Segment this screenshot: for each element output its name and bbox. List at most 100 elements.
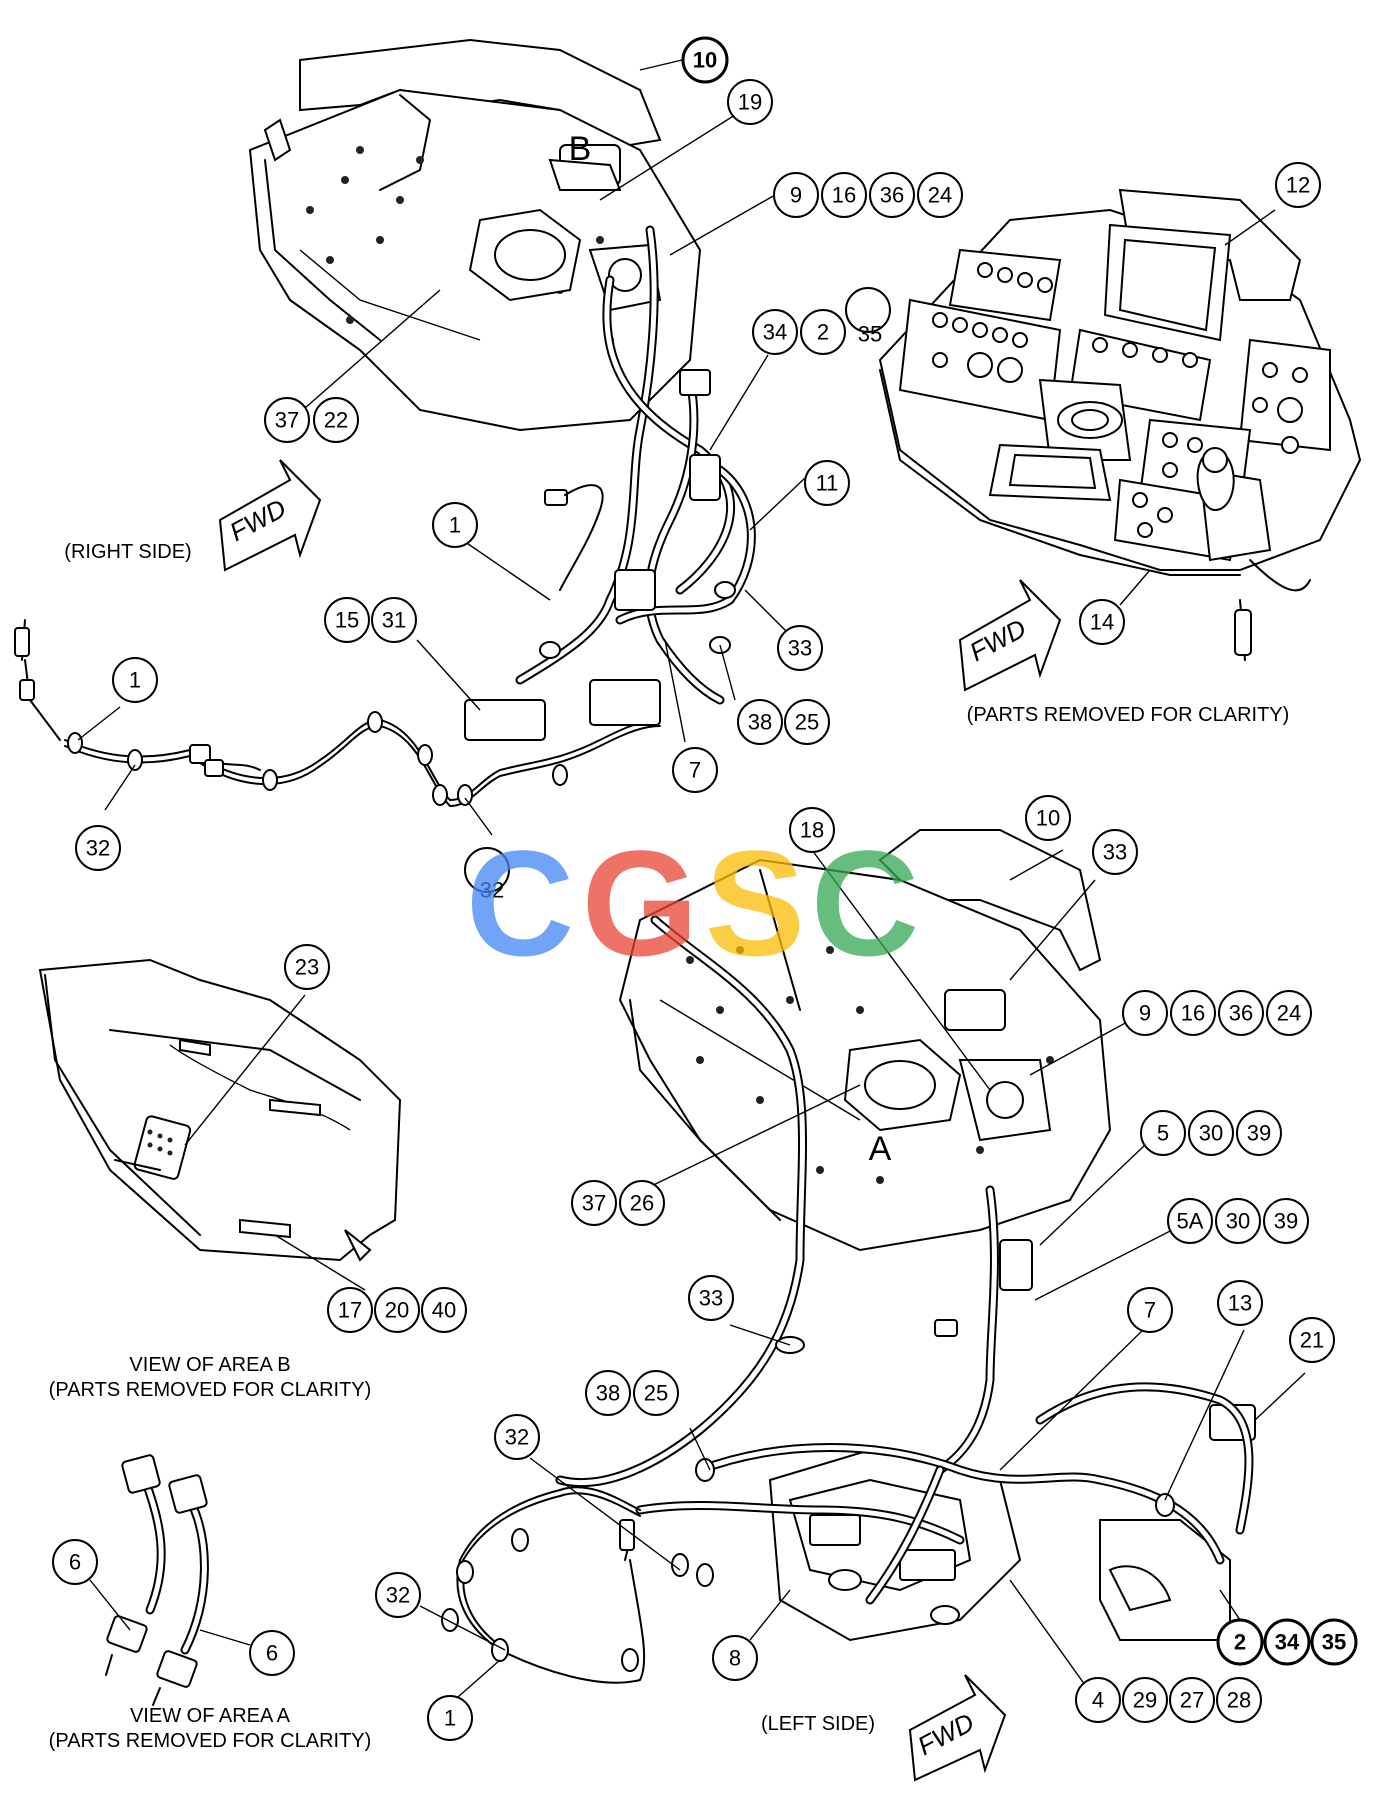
callout-16: 16 xyxy=(821,172,867,218)
callouts-area-a: 6 6 xyxy=(52,1539,295,1676)
svg-text:37: 37 xyxy=(275,408,299,433)
operator-console xyxy=(878,188,1362,661)
callout-28: 28 xyxy=(1216,1677,1262,1723)
watermark-letter: C xyxy=(466,819,574,987)
svg-text:6: 6 xyxy=(266,1641,278,1666)
callout-15: 15 xyxy=(324,597,370,643)
callouts-right-side: 10 19 9 16 36 24 34 2 35 37 22 11 1 15 3… xyxy=(75,36,963,903)
svg-text:38: 38 xyxy=(596,1381,620,1406)
svg-text:35: 35 xyxy=(1322,1630,1346,1655)
callouts-left-side: 18 10 33 9 16 36 24 37 26 5 30 39 5A 30 … xyxy=(375,795,1358,1741)
svg-text:7: 7 xyxy=(1144,1298,1156,1323)
svg-text:21: 21 xyxy=(1300,1328,1324,1353)
svg-text:6: 6 xyxy=(69,1550,81,1575)
svg-text:13: 13 xyxy=(1228,1291,1252,1316)
right-side-assembly: B xyxy=(248,38,702,432)
fwd-arrow-right-side: FWD xyxy=(218,459,322,572)
callout-8: 8 xyxy=(712,1635,758,1681)
callout-24: 24 xyxy=(917,172,963,218)
callout-5: 5 xyxy=(1140,1110,1186,1156)
svg-text:32: 32 xyxy=(505,1425,529,1450)
svg-text:23: 23 xyxy=(295,955,319,980)
callout-38: 38 xyxy=(737,699,783,745)
parts-removed-caption: (PARTS REMOVED FOR CLARITY) xyxy=(967,704,1290,726)
right-side-harness xyxy=(14,225,756,807)
svg-text:30: 30 xyxy=(1226,1209,1250,1234)
callout-13: 13 xyxy=(1217,1280,1263,1326)
svg-text:24: 24 xyxy=(1277,1001,1301,1026)
callout-25: 25 xyxy=(633,1370,679,1416)
callout-22: 22 xyxy=(313,397,359,443)
svg-text:40: 40 xyxy=(432,1298,456,1323)
callout-24: 24 xyxy=(1266,990,1312,1036)
svg-text:34: 34 xyxy=(1275,1630,1300,1655)
svg-text:39: 39 xyxy=(1247,1121,1271,1146)
callout-2: 2 xyxy=(1216,1618,1264,1666)
callout-33: 33 xyxy=(777,625,823,671)
svg-text:14: 14 xyxy=(1090,610,1114,635)
svg-text:33: 33 xyxy=(1103,840,1127,865)
svg-text:37: 37 xyxy=(582,1191,606,1216)
callout-34: 34 xyxy=(752,309,798,355)
svg-text:36: 36 xyxy=(880,183,904,208)
watermark-letter: C xyxy=(811,819,919,987)
callouts-area-b: 23 17 20 40 xyxy=(284,944,467,1333)
svg-text:9: 9 xyxy=(1139,1001,1151,1026)
area-a-letter: A xyxy=(869,1130,892,1168)
callout-12: 12 xyxy=(1275,162,1321,208)
callout-40: 40 xyxy=(421,1287,467,1333)
callout-1: 1 xyxy=(427,1695,473,1741)
area-a-caption-sub: (PARTS REMOVED FOR CLARITY) xyxy=(49,1730,372,1752)
callout-2: 2 xyxy=(800,309,846,355)
svg-text:32: 32 xyxy=(386,1583,410,1608)
svg-text:34: 34 xyxy=(763,320,787,345)
svg-text:29: 29 xyxy=(1133,1688,1157,1713)
callout-32: 32 xyxy=(464,847,510,903)
svg-text:28: 28 xyxy=(1227,1688,1251,1713)
callout-19: 19 xyxy=(727,79,773,125)
callout-21: 21 xyxy=(1289,1317,1335,1363)
callout-17: 17 xyxy=(327,1287,373,1333)
callout-25: 25 xyxy=(784,699,830,745)
fwd-arrow-left-side: FWD xyxy=(908,1674,1007,1782)
svg-text:5: 5 xyxy=(1157,1121,1169,1146)
svg-text:38: 38 xyxy=(748,710,772,735)
watermark-letter: S xyxy=(705,819,805,987)
svg-text:8: 8 xyxy=(729,1646,741,1671)
svg-text:2: 2 xyxy=(1234,1630,1246,1655)
callout-14: 14 xyxy=(1079,599,1125,645)
callout-1: 1 xyxy=(432,502,478,548)
svg-text:36: 36 xyxy=(1229,1001,1253,1026)
callout-32: 32 xyxy=(375,1572,421,1618)
callout-31: 31 xyxy=(371,597,417,643)
callout-10: 10 xyxy=(681,36,729,84)
area-b-caption-sub: (PARTS REMOVED FOR CLARITY) xyxy=(49,1379,372,1401)
svg-text:33: 33 xyxy=(699,1286,723,1311)
svg-text:27: 27 xyxy=(1180,1688,1204,1713)
callout-35: 35 xyxy=(1310,1618,1358,1666)
callout-34: 34 xyxy=(1263,1618,1311,1666)
svg-text:25: 25 xyxy=(644,1381,668,1406)
callout-32: 32 xyxy=(75,825,121,871)
svg-text:10: 10 xyxy=(1036,806,1060,831)
svg-text:20: 20 xyxy=(385,1298,409,1323)
callout-9: 9 xyxy=(773,172,819,218)
callout-11: 11 xyxy=(804,460,850,506)
area-b-view xyxy=(38,958,402,1262)
svg-text:10: 10 xyxy=(693,48,717,73)
svg-text:9: 9 xyxy=(790,183,802,208)
area-a-view xyxy=(105,1454,209,1706)
callout-26: 26 xyxy=(619,1180,665,1226)
area-b-caption-title: VIEW OF AREA B xyxy=(129,1354,290,1376)
svg-text:5A: 5A xyxy=(1177,1209,1204,1234)
svg-text:1: 1 xyxy=(449,513,461,538)
cgsc-watermark: C G S C xyxy=(466,819,919,987)
callout-36: 36 xyxy=(1218,990,1264,1036)
callout-35: 35 xyxy=(845,287,891,347)
callout-33: 33 xyxy=(1092,829,1138,875)
svg-text:1: 1 xyxy=(444,1706,456,1731)
left-side-caption: (LEFT SIDE) xyxy=(761,1713,875,1735)
svg-text:39: 39 xyxy=(1274,1209,1298,1234)
callouts-console: 12 14 xyxy=(1079,162,1321,645)
